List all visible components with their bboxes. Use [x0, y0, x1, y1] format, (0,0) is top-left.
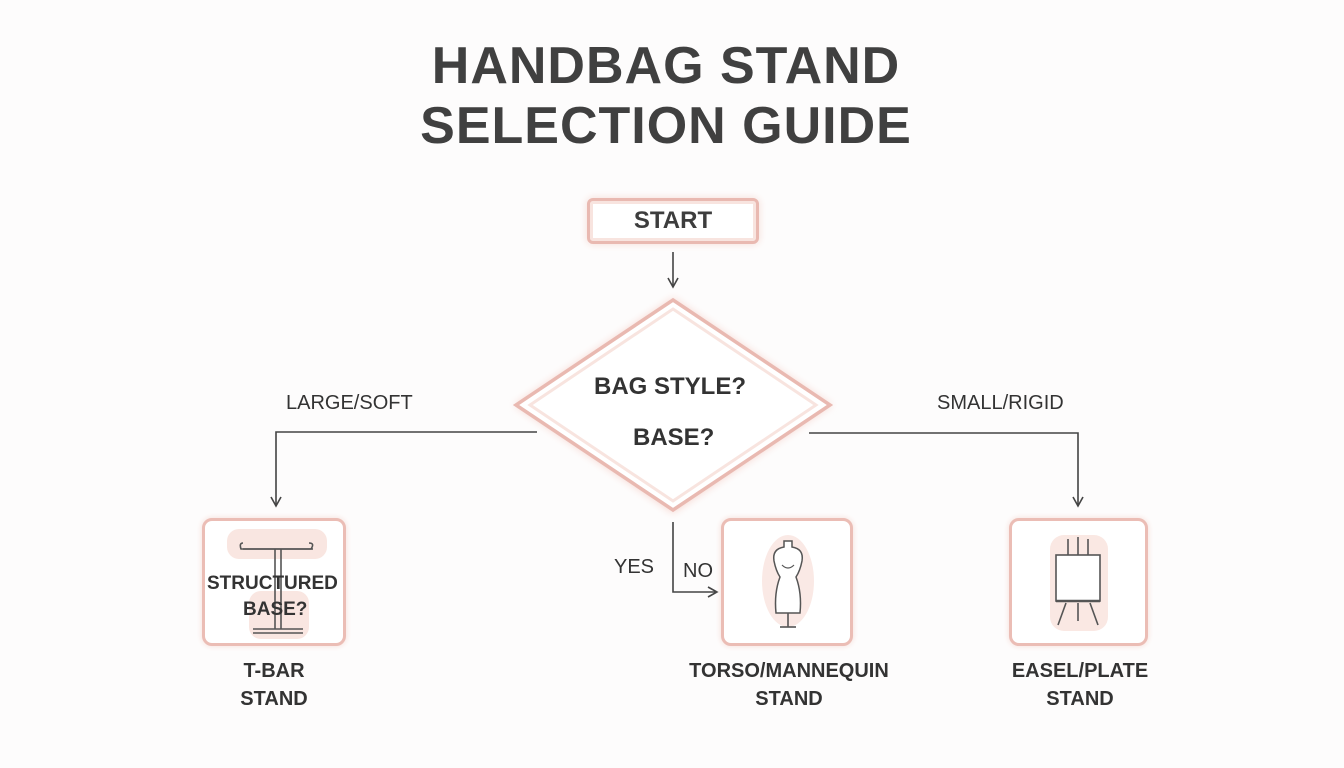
easel-icon	[1050, 535, 1108, 631]
torso-stand-caption: TORSO/MANNEQUIN STAND	[676, 657, 902, 713]
title-line-1: HANDBAG STAND	[431, 37, 901, 95]
torso-caption-line-1: TORSO/MANNEQUIN	[689, 660, 889, 682]
t-bar-stand-caption: T-BAR STAND	[174, 657, 374, 713]
structured-base-question-line-1: STRUCTURED	[207, 573, 338, 594]
t-bar-caption-line-2: STAND	[240, 688, 308, 710]
structured-base-question-line-2: BASE?	[243, 599, 308, 620]
branch-label-right: SMALL/RIGID	[937, 392, 1064, 414]
connector-left-branch	[270, 431, 537, 508]
start-label: START	[633, 207, 713, 234]
branch-label-yes: YES	[614, 556, 655, 578]
easel-caption-line-1: EASEL/PLATE	[1011, 660, 1149, 682]
easel-caption-line-2: STAND	[1046, 688, 1114, 710]
easel-stand-card	[1009, 518, 1148, 646]
decision-text-line-2: BASE?	[633, 424, 715, 451]
torso-stand-card	[721, 518, 853, 646]
easel-stand-caption: EASEL/PLATE STAND	[978, 657, 1182, 713]
t-bar-stand-icon	[227, 529, 327, 639]
dress-form-icon	[762, 535, 814, 628]
decision-diamond	[512, 297, 834, 513]
t-bar-stand-card: STRUCTURED BASE?	[202, 518, 346, 646]
torso-caption-line-2: STAND	[755, 688, 823, 710]
page-title: HANDBAG STAND SELECTION GUIDE	[300, 36, 1032, 156]
decision-text-line-1: BAG STYLE?	[594, 373, 747, 400]
connector-right-branch	[809, 432, 1084, 508]
title-line-2: SELECTION GUIDE	[420, 97, 912, 155]
connector-bottom-branch	[672, 522, 719, 598]
t-bar-caption-line-1: T-BAR	[243, 660, 305, 682]
branch-label-left: LARGE/SOFT	[286, 392, 413, 414]
branch-label-no: NO	[683, 560, 713, 582]
start-node: START	[587, 198, 759, 244]
